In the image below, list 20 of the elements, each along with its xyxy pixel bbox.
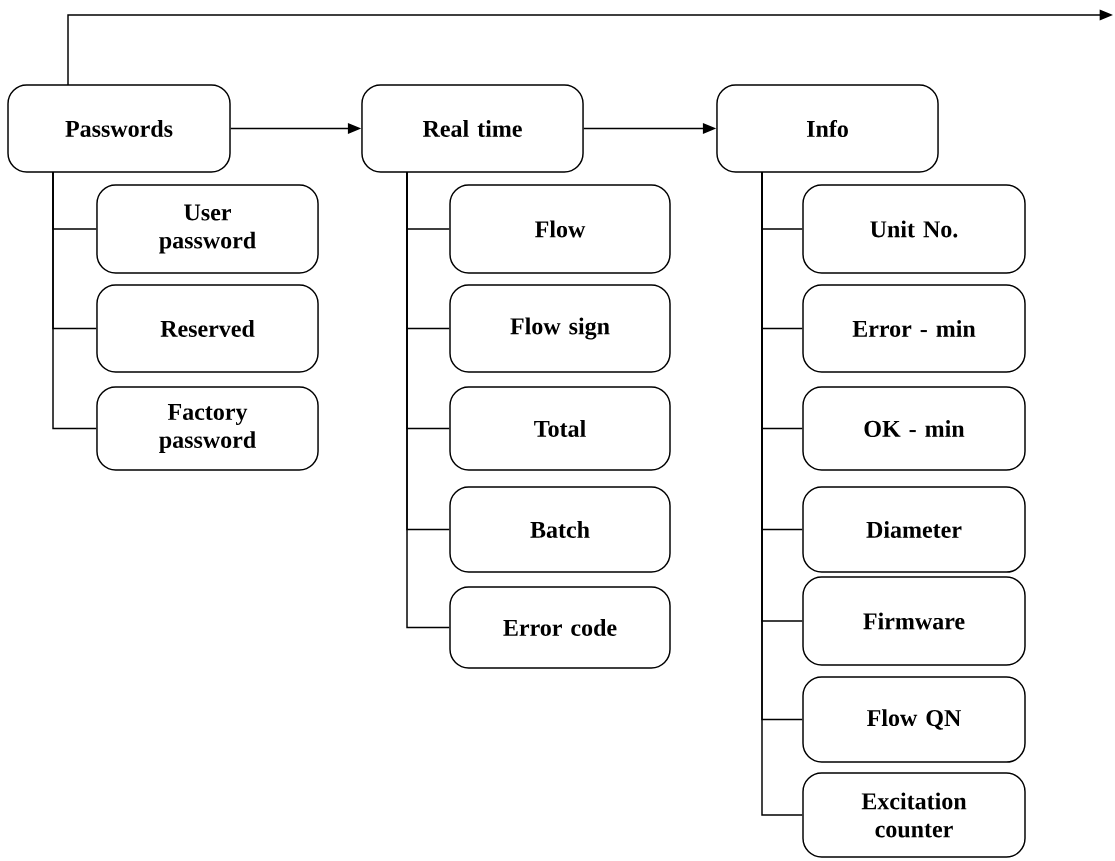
menu-box: Unit No. [802,184,1026,274]
menu-box: Firmware [802,576,1026,666]
tree-connector [406,171,450,629]
menu-box: OK - min [802,386,1026,471]
menu-box: Flow [449,184,671,274]
menu-box: Diameter [802,486,1026,573]
menu-box: Batch [449,486,671,573]
menu-box: Factory password [96,386,319,471]
menu-box: Real time [361,84,584,173]
menu-box: Total [449,386,671,471]
menu-box: Excitation counter [802,772,1026,858]
menu-box: Info [716,84,939,173]
menu-box: Flow sign [449,284,671,373]
menu-box: Passwords [7,84,231,173]
menu-box: User password [96,184,319,274]
menu-box: Error - min [802,284,1026,373]
menu-box: Error code [449,586,671,669]
tree-connector [52,171,97,430]
menu-box: Flow QN [802,676,1026,763]
menu-box: Reserved [96,284,319,373]
